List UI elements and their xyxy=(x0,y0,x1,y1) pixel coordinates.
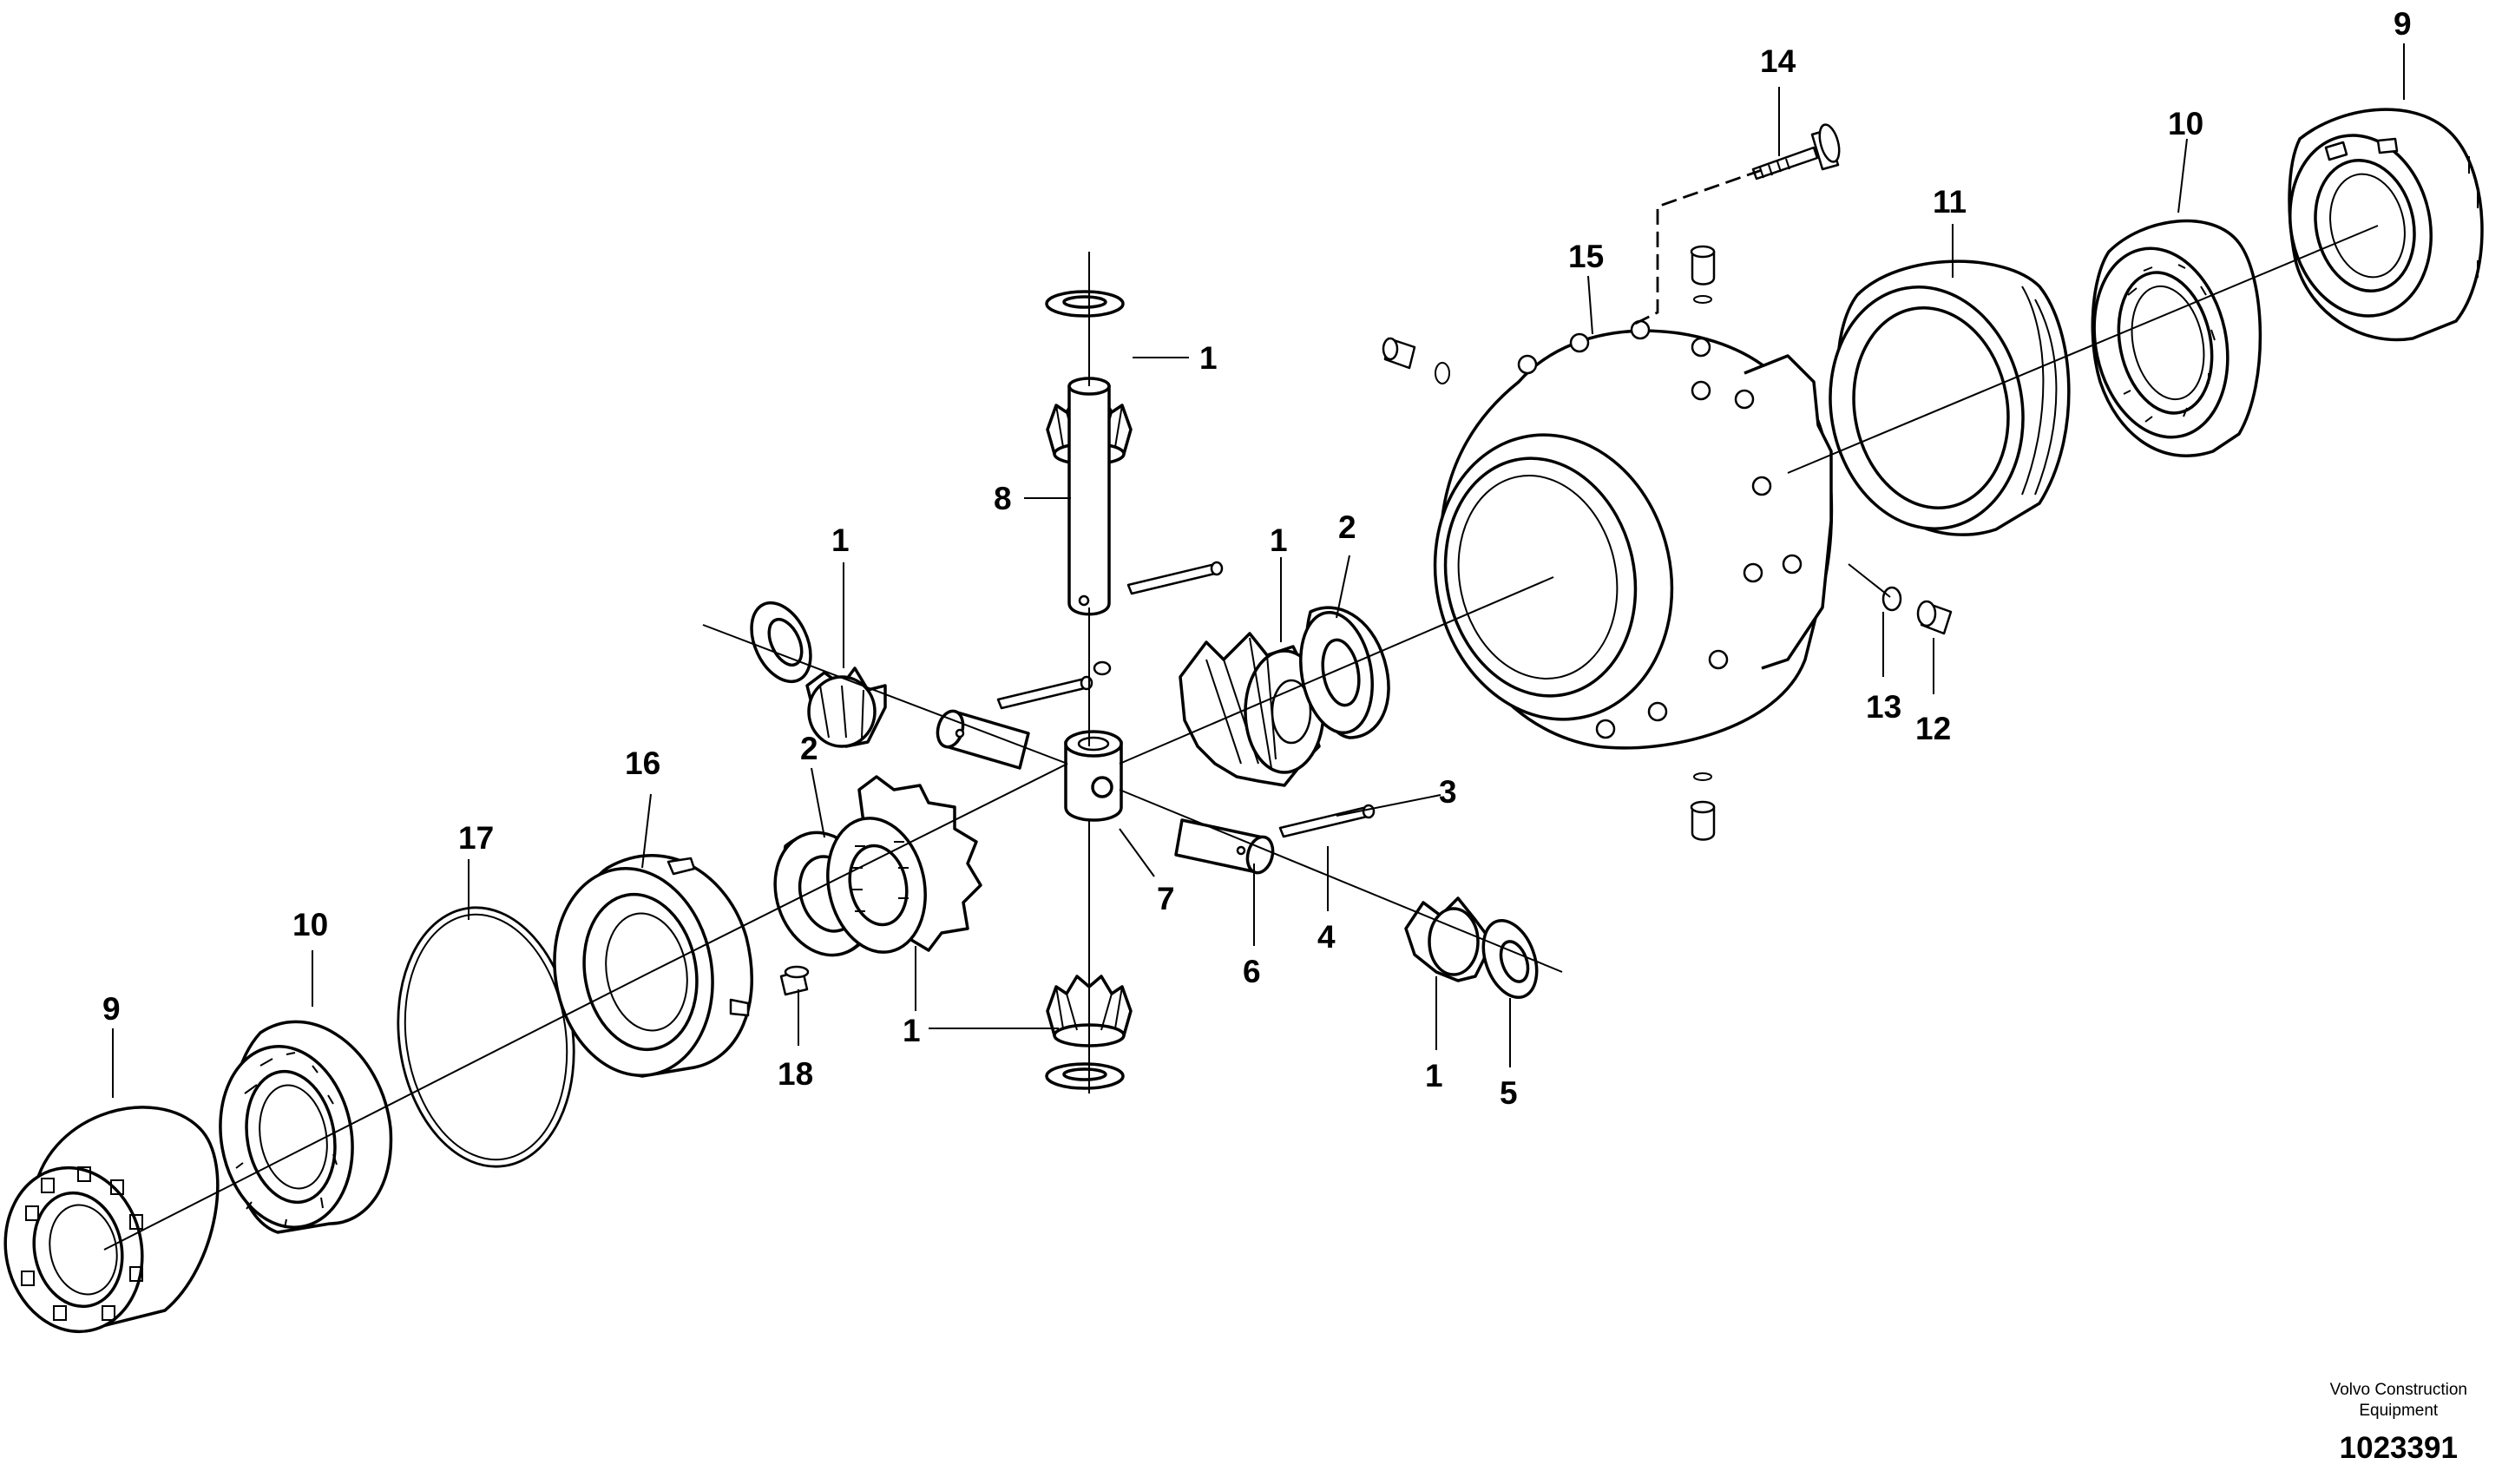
washer-right xyxy=(1481,918,1539,1000)
axis-lines xyxy=(103,225,2379,1251)
side-gear-lower xyxy=(826,775,982,954)
thrust-washer-right xyxy=(1299,606,1390,739)
callout-2-right-washer: 2 xyxy=(1338,509,1356,545)
roll-pin-right xyxy=(1278,804,1376,838)
bolt xyxy=(1751,123,1841,181)
callout-9-right: 9 xyxy=(2394,6,2412,42)
breather-plug xyxy=(1916,600,1953,635)
adjusting-nut-left xyxy=(3,1106,220,1334)
plug-top xyxy=(1690,245,1716,304)
callout-18: 18 xyxy=(778,1056,813,1092)
callout-7: 7 xyxy=(1157,881,1175,916)
callout-17: 17 xyxy=(458,820,494,856)
callout-16: 16 xyxy=(625,745,660,781)
differential-housing xyxy=(1433,319,1834,750)
callout-1-lower-right-gear: 1 xyxy=(1425,1058,1443,1093)
small-pin xyxy=(1093,660,1112,676)
spider-block xyxy=(1064,730,1123,822)
roller-bearing-left xyxy=(219,1020,393,1234)
leader-lines xyxy=(112,43,2405,1098)
callout-6: 6 xyxy=(1243,954,1261,989)
pinion-gear-lower-right xyxy=(1404,896,1490,982)
bolt-leader xyxy=(1631,168,1763,327)
callout-10-right: 10 xyxy=(2168,106,2203,141)
figure-number: 1023391 xyxy=(2339,1431,2458,1465)
washer-bottom xyxy=(1045,1062,1125,1090)
short-shaft-left xyxy=(936,709,1030,770)
callout-1-center-gear: 1 xyxy=(1270,522,1288,558)
pinion-gear-left xyxy=(805,666,887,748)
callout-12: 12 xyxy=(1915,711,1951,746)
callout-5: 5 xyxy=(1500,1075,1518,1111)
roll-pin-middle xyxy=(996,675,1093,710)
plug-left xyxy=(1382,337,1450,384)
washer-left xyxy=(750,601,812,684)
callout-2-left-washer: 2 xyxy=(800,731,818,766)
callout-14: 14 xyxy=(1760,43,1796,79)
roller-bearing-right xyxy=(2091,219,2262,457)
seal-ring xyxy=(1829,259,2071,536)
callout-9-left: 9 xyxy=(102,991,121,1027)
diagram-footer: Volvo Construction Equipment 1023391 xyxy=(2330,1380,2467,1468)
brand-line-1: Volvo Construction xyxy=(2329,1381,2467,1399)
callout-10-left: 10 xyxy=(292,907,328,942)
callout-15: 15 xyxy=(1568,239,1604,274)
callout-3: 3 xyxy=(1439,774,1457,810)
cross-shaft xyxy=(1067,377,1111,616)
dowel-pin xyxy=(779,965,810,996)
callout-8: 8 xyxy=(994,481,1012,516)
callout-1-top: 1 xyxy=(1199,340,1218,376)
short-shaft-right xyxy=(1174,818,1275,875)
callout-1-left-gear: 1 xyxy=(831,522,850,558)
callout-1-bottom-gear: 1 xyxy=(903,1013,921,1048)
brand-line-2: Equipment xyxy=(2359,1402,2439,1420)
bearing-cup xyxy=(553,854,753,1078)
callout-11: 11 xyxy=(1933,184,1967,220)
callout-4: 4 xyxy=(1317,919,1336,955)
plug-bottom xyxy=(1690,772,1716,841)
roll-pin-upper xyxy=(1126,561,1224,595)
o-ring xyxy=(1881,586,1902,612)
adjusting-nut-right xyxy=(2288,108,2484,342)
callout-13: 13 xyxy=(1866,689,1901,725)
washer-top xyxy=(1045,290,1125,318)
